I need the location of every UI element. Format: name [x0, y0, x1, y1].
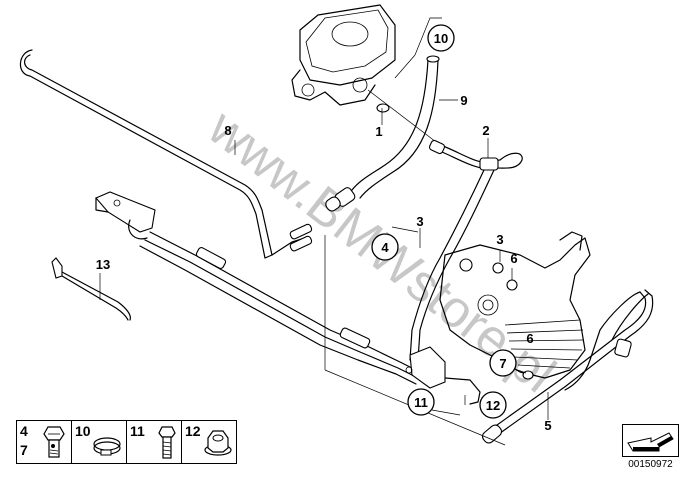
callout-8[interactable]: 8 — [224, 123, 231, 138]
callout-10[interactable]: 10 — [427, 24, 455, 52]
callout-6a[interactable]: 6 — [510, 251, 517, 266]
back-navigation-button[interactable] — [622, 424, 679, 457]
callout-13[interactable]: 13 — [96, 257, 110, 272]
callout-7[interactable]: 7 — [489, 349, 517, 377]
callout-9[interactable]: 9 — [460, 93, 467, 108]
callout-2[interactable]: 2 — [482, 123, 489, 138]
svg-text:2: 2 — [482, 123, 489, 138]
legend-number: 7 — [20, 442, 28, 458]
pressure-hose-2[interactable] — [409, 139, 523, 361]
svg-text:7: 7 — [499, 356, 506, 371]
legend-number: 10 — [75, 423, 91, 439]
suction-hose-9[interactable] — [324, 55, 440, 213]
hose-clamp-icon — [93, 437, 121, 456]
diagram-id: 00150972 — [628, 459, 673, 470]
flange-nut-icon — [204, 430, 232, 456]
legend-number: 12 — [185, 423, 201, 439]
pipe-bracket[interactable] — [95, 191, 156, 240]
svg-text:13: 13 — [96, 257, 110, 272]
svg-text:3: 3 — [416, 214, 423, 229]
svg-text:12: 12 — [486, 398, 500, 413]
small-parts-legend: 4 7 10 11 12 — [16, 420, 237, 464]
svg-text:1: 1 — [375, 124, 382, 139]
svg-text:4: 4 — [381, 240, 389, 255]
callout-11[interactable]: 11 — [407, 388, 435, 416]
cable-tie-13[interactable] — [51, 257, 131, 321]
back-arrow-icon — [627, 432, 674, 452]
legend-cell-banjo-bolt[interactable]: 4 7 — [17, 421, 72, 463]
legend-cell-hex-bolt[interactable]: 11 — [127, 421, 182, 463]
callout-3b[interactable]: 3 — [496, 232, 503, 247]
svg-text:6: 6 — [526, 331, 533, 346]
power-steering-pump[interactable] — [291, 4, 441, 146]
hex-bolt-icon — [158, 426, 176, 459]
callout-6b[interactable]: 6 — [526, 331, 533, 346]
svg-text:10: 10 — [434, 31, 448, 46]
callout-5[interactable]: 5 — [544, 418, 551, 433]
svg-text:5: 5 — [544, 418, 551, 433]
clamp-bracket[interactable] — [405, 346, 481, 405]
svg-text:8: 8 — [224, 123, 231, 138]
feed-pipe[interactable] — [139, 231, 421, 385]
callout-12[interactable]: 12 — [479, 391, 507, 419]
banjo-bolt-icon — [43, 426, 65, 458]
svg-text:6: 6 — [510, 251, 517, 266]
svg-text:11: 11 — [414, 395, 428, 410]
legend-number: 4 — [20, 423, 28, 439]
return-hose-5[interactable] — [480, 289, 654, 445]
callout-1[interactable]: 1 — [375, 124, 382, 139]
svg-text:3: 3 — [496, 232, 503, 247]
legend-cell-hose-clamp[interactable]: 10 — [72, 421, 127, 463]
legend-cell-flange-nut[interactable]: 12 — [182, 421, 236, 463]
legend-number: 11 — [130, 423, 145, 439]
callout-3a[interactable]: 3 — [416, 214, 423, 229]
steering-gear[interactable] — [439, 231, 591, 380]
callout-4[interactable]: 4 — [371, 233, 399, 261]
svg-text:9: 9 — [460, 93, 467, 108]
return-pipe-8[interactable] — [19, 49, 313, 259]
